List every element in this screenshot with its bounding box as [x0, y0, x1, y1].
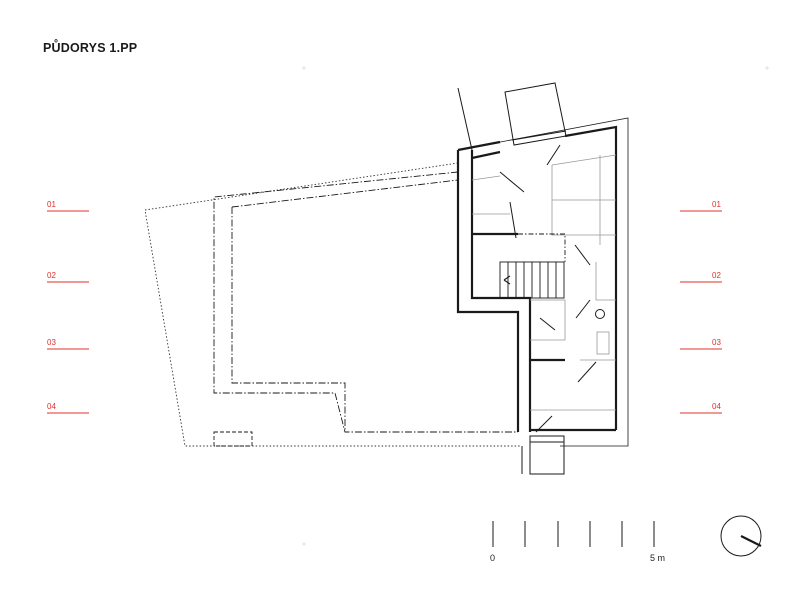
north-arrow-icon — [720, 515, 762, 557]
site-boundary — [144, 162, 520, 447]
entrance-bottom — [521, 435, 565, 475]
light-well — [213, 431, 253, 447]
crop-marks — [302, 66, 769, 546]
walls — [456, 125, 618, 432]
scale-bar — [492, 521, 655, 547]
axis-label-04-left: 04 — [47, 402, 56, 411]
axis-label-01-right: 01 — [712, 200, 721, 209]
scale-start-label: 0 — [490, 553, 495, 563]
axis-label-02-left: 02 — [47, 271, 56, 280]
axis-label-04-right: 04 — [712, 402, 721, 411]
axis-label-03-right: 03 — [712, 338, 721, 347]
section-axes-left — [47, 210, 89, 414]
scale-end-label: 5 m — [650, 553, 665, 563]
basement-outline — [213, 171, 518, 433]
section-labels-left: 01 02 03 04 — [47, 200, 56, 411]
staircase — [499, 233, 566, 299]
page-title: PŮDORYS 1.PP — [43, 41, 138, 55]
doors — [499, 144, 605, 433]
section-axes-right — [680, 210, 722, 414]
entrance-top — [457, 82, 567, 151]
interior-lines — [471, 154, 617, 411]
axis-label-03-left: 03 — [47, 338, 56, 347]
building-outer-outline — [457, 117, 629, 447]
axis-label-02-right: 02 — [712, 271, 721, 280]
axis-label-01-left: 01 — [47, 200, 56, 209]
section-labels-right: 01 02 03 04 — [712, 200, 721, 411]
